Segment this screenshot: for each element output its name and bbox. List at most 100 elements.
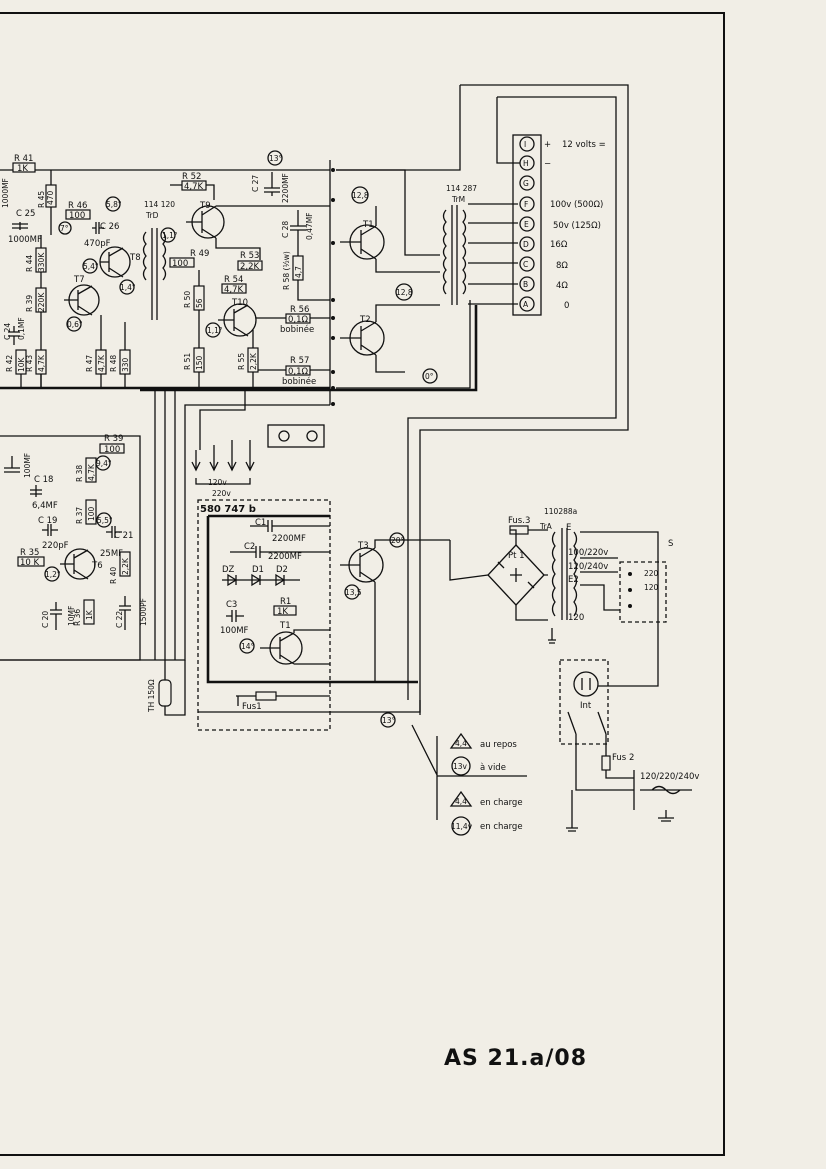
pre-t6-label: T6 (91, 561, 103, 571)
t7-label: T7 (73, 275, 85, 285)
r44-ref: R 44 (25, 255, 34, 272)
svg-text:+: + (544, 140, 551, 150)
tra-number: 110288a (544, 507, 577, 516)
t1-label: T1 (362, 220, 374, 230)
svg-text:50v (125Ω): 50v (125Ω) (553, 221, 601, 231)
svg-text:B: B (523, 280, 528, 289)
svg-text:F: F (524, 200, 528, 209)
d1-ref: D1 (252, 565, 264, 575)
r56-note: bobinée (280, 324, 314, 335)
supply-board-edge (197, 499, 331, 731)
resistor-icon (17, 556, 45, 567)
r53-value: 2,2K (240, 262, 260, 272)
capacitor-icon (8, 326, 20, 345)
selector-220: 220 (644, 569, 659, 578)
thermistor-label: TH 150Ω (147, 679, 156, 713)
r42-value: 10K (17, 356, 26, 372)
switch-label: Int (580, 701, 592, 711)
c27-ref: C 27 (251, 175, 260, 192)
output-terminals: I + H − G F 100v (500Ω) E 50v (125Ω) D 1… (519, 136, 603, 312)
resistor-icon (119, 551, 131, 577)
svg-text:en charge: en charge (480, 822, 523, 832)
pre-r39-ref: R 39 (104, 434, 123, 444)
capacitor-icon (106, 526, 122, 538)
pre-c-value: 100MF (23, 453, 32, 478)
r43-value: 4,7K (37, 354, 46, 372)
selector-s-label: S (668, 539, 673, 549)
svg-text:0°: 0° (425, 372, 434, 381)
pre-c22-value: 1500PF (139, 598, 148, 626)
selector-120v: 120v (208, 478, 227, 487)
d2-ref: D2 (276, 565, 288, 575)
pre-r35-value: 10 K (20, 558, 40, 568)
r45-ref: R 45 (37, 191, 46, 208)
r55-ref: R 55 (237, 353, 246, 370)
preamp-voltage-markers: 9,4° 5,5° 1,2° (44, 455, 113, 582)
pre-r40-value: 2,2K (121, 557, 130, 575)
output-terminal-strip (512, 134, 542, 316)
trm-name: TrM (451, 195, 465, 204)
pre-c18-value: 6,4MF (32, 501, 58, 511)
diode-icon (251, 573, 262, 587)
capacitor-icon (30, 485, 42, 497)
pre-c22-ref: C 22 (115, 611, 124, 628)
fuse-holder (267, 424, 325, 448)
r41-ref: R 41 (14, 154, 33, 164)
svg-text:7°: 7° (60, 224, 69, 233)
capacitor-icon (4, 456, 20, 473)
supply-voltage-label: 12 volts = (562, 140, 606, 150)
r54-value: 4,7K (224, 285, 244, 295)
supply-t1-label: T1 (279, 621, 291, 631)
tap-e: E (566, 523, 571, 533)
tap-e2: E2 (568, 575, 579, 585)
r46-value: 100 (69, 211, 85, 221)
r41-value: 1K (17, 164, 28, 174)
pre-c19-ref: C 19 (38, 516, 57, 526)
bridge-label: Pt 1 (508, 551, 525, 561)
mains-ac-icon (640, 785, 692, 822)
pre-c20-ref: C 20 (41, 611, 50, 628)
mains-label: 120/220/240v (640, 772, 699, 782)
fuse-icon (601, 755, 611, 771)
c3-ref: C3 (226, 600, 237, 610)
resistor-icon (85, 499, 97, 525)
svg-text:E: E (524, 220, 529, 229)
pre-r39-value: 100 (104, 445, 120, 455)
c2-ref: C2 (244, 542, 255, 552)
t8-label: T8 (129, 253, 141, 263)
svg-text:100v (500Ω): 100v (500Ω) (550, 200, 603, 210)
voltage-selector-switch[interactable] (619, 561, 667, 623)
tap-100-220: 100/220v (568, 548, 608, 558)
svg-text:12,8: 12,8 (396, 288, 413, 297)
svg-text:0,6°: 0,6° (67, 320, 83, 329)
capacitor-icon (42, 524, 58, 536)
transformer-icon (442, 205, 467, 305)
power-switch[interactable] (559, 659, 609, 745)
c3-value: 100MF (220, 626, 249, 636)
capacitor-icon (230, 546, 330, 558)
svg-text:12,8: 12,8 (352, 191, 369, 200)
svg-text:1,4°: 1,4° (120, 283, 136, 292)
svg-text:9,4°: 9,4° (96, 459, 112, 468)
svg-text:4,4: 4,4 (455, 797, 467, 806)
svg-text:8Ω: 8Ω (556, 261, 568, 271)
r50-ref: R 50 (183, 291, 192, 308)
legend: 4,4 au repos 13v à vide 4,4 en charge 11… (449, 732, 523, 836)
trd-number: 114 120 (144, 200, 175, 209)
svg-text:1,1°: 1,1° (207, 326, 223, 335)
resistor-icon (83, 599, 95, 625)
svg-text:5,8°: 5,8° (106, 200, 122, 209)
svg-text:4,4: 4,4 (455, 739, 467, 748)
ground-icon (548, 628, 556, 644)
svg-text:D: D (523, 240, 529, 249)
transformer-icon (142, 228, 167, 320)
c24-value: 0,1MF (17, 317, 26, 340)
pre-c20-value: 10MF (67, 606, 76, 626)
pre-r38-value: 4,7K (87, 463, 96, 481)
capacitor-icon (264, 172, 280, 196)
transformer-icon (551, 528, 578, 620)
pre-c18-ref: C 18 (34, 475, 53, 485)
ground-icon (566, 827, 578, 832)
c1-ref: C1 (255, 518, 266, 528)
